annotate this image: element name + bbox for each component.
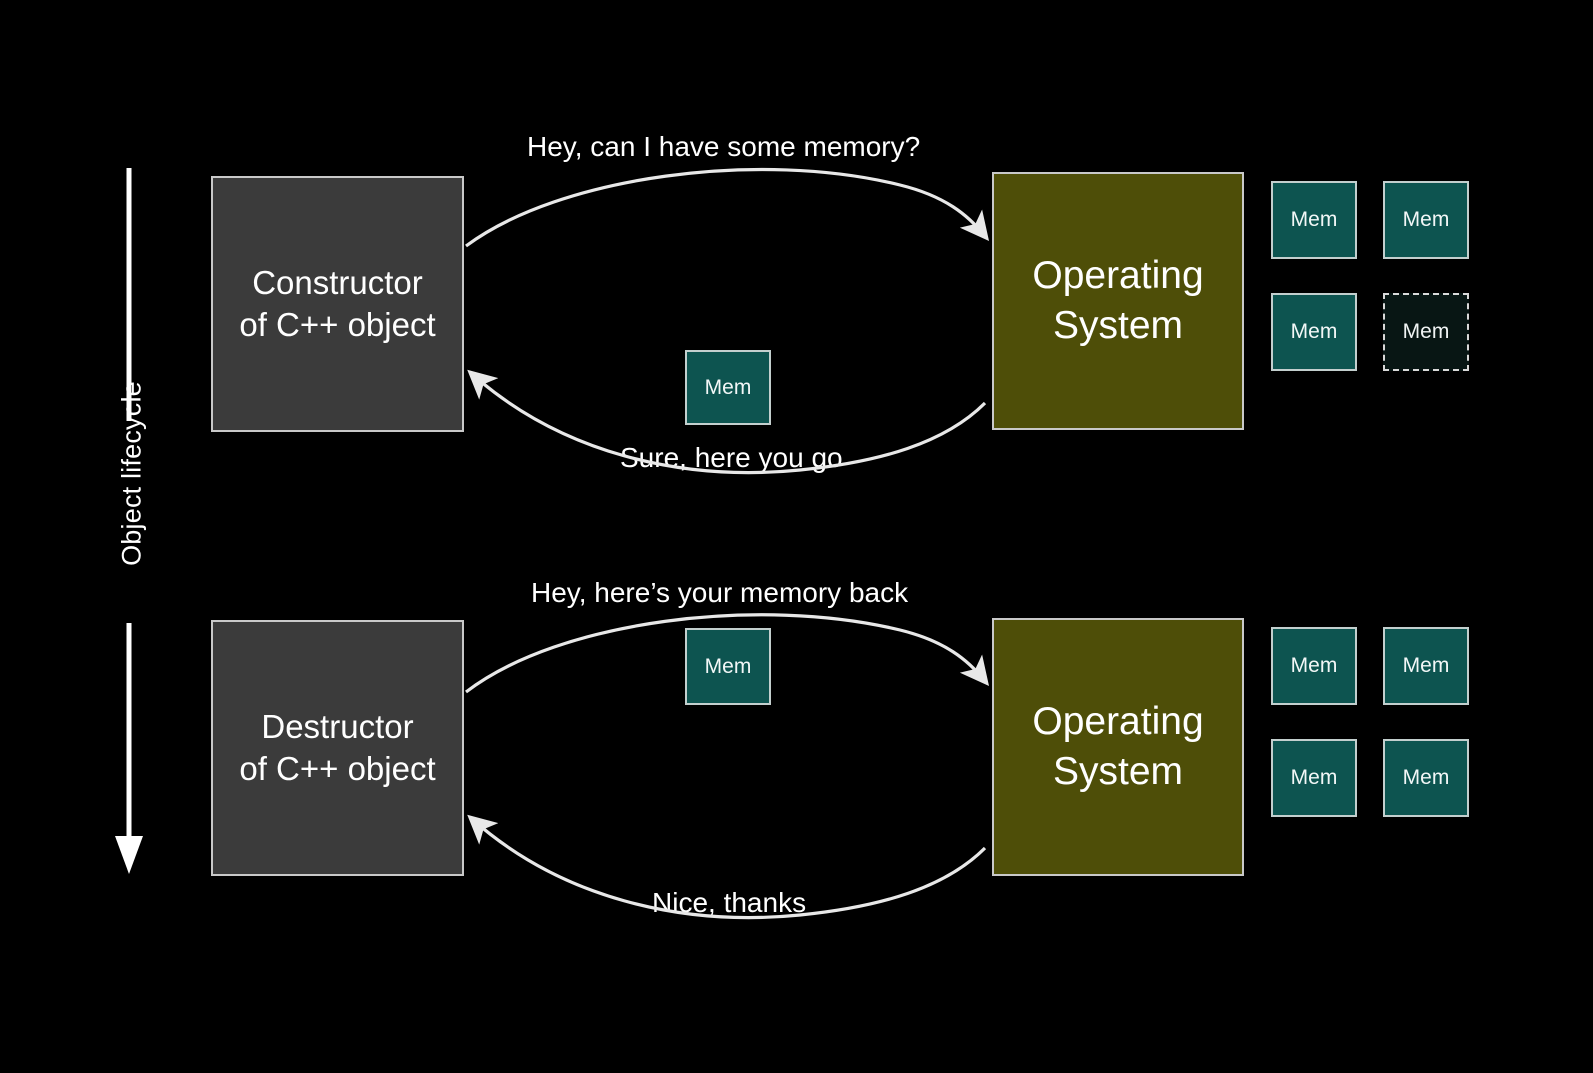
mem-chip-in-transit-construction: Mem bbox=[685, 350, 771, 425]
operating-system-box-destruction[interactable]: Operating System bbox=[992, 618, 1244, 876]
os-pool-chip-construction-2: Mem bbox=[1383, 181, 1469, 259]
destructor-box-text: Destructor of C++ object bbox=[239, 706, 435, 790]
os-construction-line-2: System bbox=[1052, 304, 1184, 347]
os-pool-chip-destruction-1: Mem bbox=[1271, 627, 1357, 705]
os-pool-chip-destruction-2: Mem bbox=[1383, 627, 1469, 705]
os-pool-chip-construction-4-handed-out: Mem bbox=[1383, 293, 1469, 371]
operating-system-box-construction-text: Operating System bbox=[1032, 251, 1203, 351]
mem-chip-in-transit-destruction: Mem bbox=[685, 628, 771, 705]
arrow-request-memory bbox=[465, 167, 990, 248]
constructor-box-text: Constructor of C++ object bbox=[239, 262, 435, 346]
caption-here-you-go: Sure, here you go bbox=[620, 442, 843, 473]
lifecycle-arrow-icon bbox=[115, 168, 143, 874]
constructor-box[interactable]: Constructor of C++ object bbox=[211, 176, 464, 432]
constructor-line-2: of C++ object bbox=[239, 306, 436, 343]
object-lifecycle-label: Object lifecycle bbox=[116, 381, 147, 566]
caption-request-memory: Hey, can I have some memory? bbox=[527, 131, 921, 162]
os-pool-chip-construction-3: Mem bbox=[1271, 293, 1357, 371]
os-pool-chip-destruction-4: Mem bbox=[1383, 739, 1469, 817]
os-pool-chip-destruction-3: Mem bbox=[1271, 739, 1357, 817]
operating-system-box-destruction-text: Operating System bbox=[1032, 697, 1203, 797]
os-destruction-line-1: Operating bbox=[1032, 700, 1204, 744]
object-lifecycle-axis: Object lifecycle bbox=[112, 168, 147, 874]
os-construction-line-1: Operating bbox=[1032, 254, 1204, 298]
destructor-line-1: Destructor bbox=[261, 707, 414, 745]
os-pool-chip-construction-1: Mem bbox=[1271, 181, 1357, 259]
caption-memory-back: Hey, here’s your memory back bbox=[531, 577, 909, 608]
os-destruction-line-2: System bbox=[1052, 750, 1184, 793]
destructor-box[interactable]: Destructor of C++ object bbox=[211, 620, 464, 876]
constructor-line-1: Constructor bbox=[252, 263, 423, 301]
caption-nice-thanks: Nice, thanks bbox=[652, 887, 807, 918]
operating-system-box-construction[interactable]: Operating System bbox=[992, 172, 1244, 430]
destructor-line-2: of C++ object bbox=[239, 750, 436, 787]
